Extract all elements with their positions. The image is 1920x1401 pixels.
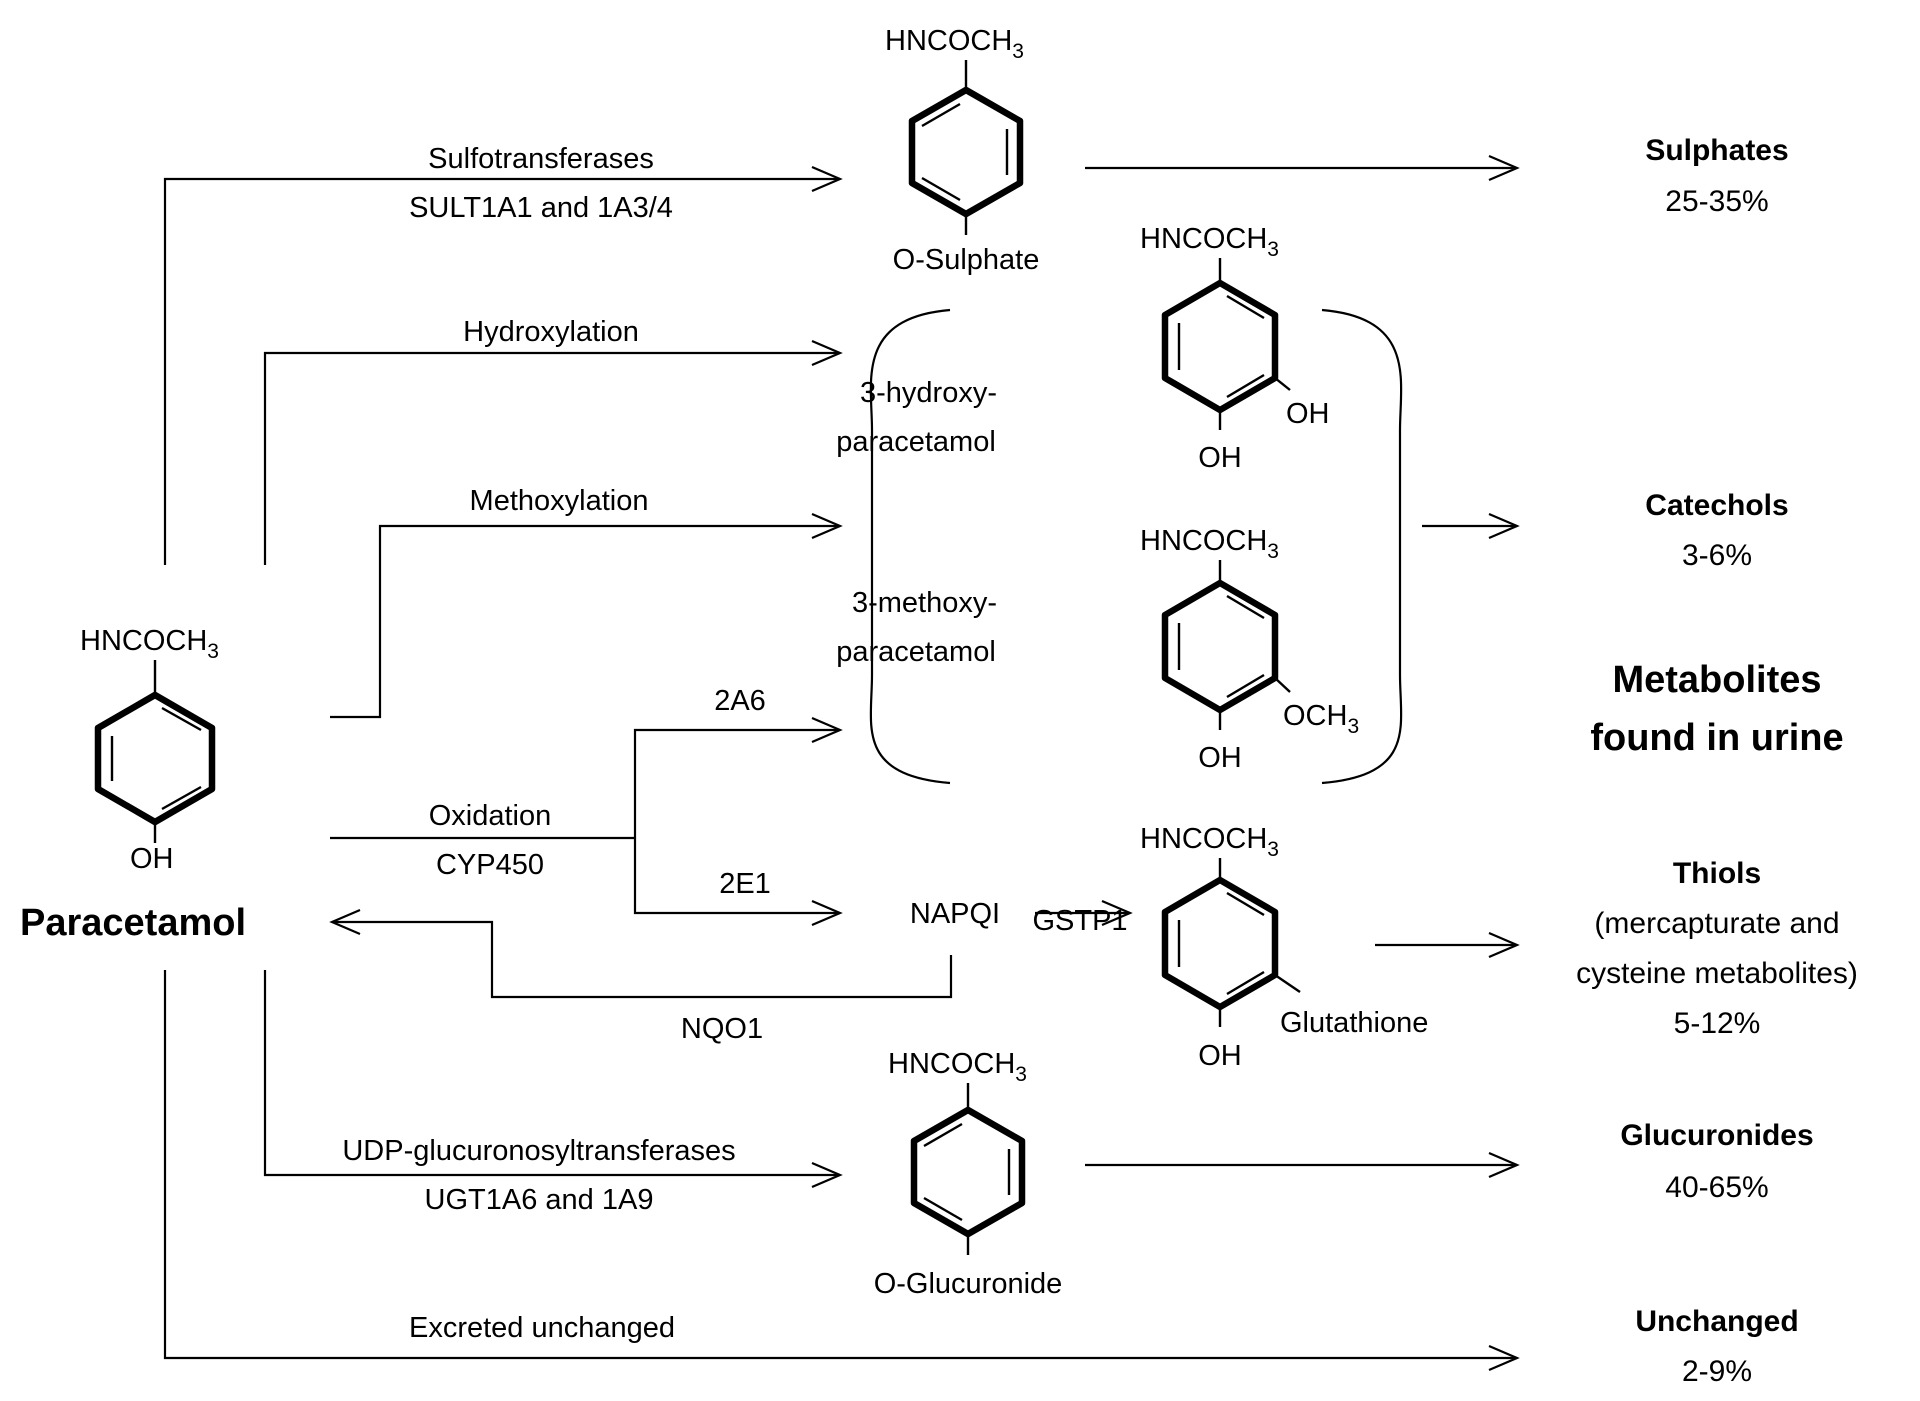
paracetamol-top-group: HNCOCH3 — [80, 625, 219, 663]
catechol-bracket — [869, 308, 1403, 785]
hydroxy-name-line1: 3-hydroxy- — [860, 377, 997, 409]
thiols-detail-line2: cysteine metabolites) — [1576, 957, 1858, 990]
nqo1-reduction-arrow — [329, 908, 953, 999]
glucuronidation-arrow — [263, 970, 843, 1189]
methoxylation-arrow — [330, 512, 843, 719]
outcomes: Sulphates 25-35% Catechols 3-6% Metaboli… — [1576, 134, 1858, 1388]
glutathione-bottom-group: OH — [1198, 1040, 1242, 1072]
glutathione-ring-double — [1226, 970, 1265, 996]
sulfation-enzyme-line2: SULT1A1 and 1A3/4 — [409, 192, 673, 224]
sulphate-ring — [908, 86, 1024, 218]
catechols-name: Catechols — [1645, 489, 1788, 522]
sulphates-name: Sulphates — [1645, 134, 1788, 167]
methoxy-name-line1: 3-methoxy- — [852, 587, 997, 619]
gstp1-label: GSTP1 — [1032, 905, 1127, 937]
glucuronidation-enzyme-line1: UDP-glucuronosyltransferases — [342, 1135, 735, 1167]
glucuronide-top-group: HNCOCH3 — [888, 1048, 1027, 1086]
catechols-percent: 3-6% — [1682, 539, 1752, 572]
methoxy-top-group: HNCOCH3 — [1140, 525, 1279, 563]
glutathione-ring — [1161, 876, 1279, 1011]
methoxy-ring — [1161, 579, 1279, 714]
paracetamol-bottom-group: OH — [130, 843, 174, 875]
hydroxylation-label: Hydroxylation — [463, 316, 639, 348]
methoxy-ring-double — [1226, 594, 1265, 620]
hydroxylation-arrow — [263, 339, 843, 565]
glucuronidation-enzyme-line2: UGT1A6 and 1A9 — [425, 1184, 654, 1216]
glucuronide-bottom-group: O-Glucuronide — [874, 1268, 1063, 1300]
glutathione-ring-double — [1226, 891, 1265, 917]
sulphate-ring-double — [921, 102, 961, 128]
oxidation-2e1-label: 2E1 — [719, 868, 771, 900]
methoxy-substituent: OCH3 — [1283, 700, 1359, 738]
urine-note-line2: found in urine — [1590, 717, 1843, 759]
methoxy-ring-double — [1226, 673, 1265, 699]
paracetamol-ring-double — [161, 706, 202, 732]
unchanged-label: Excreted unchanged — [409, 1312, 675, 1344]
glucuronide-ring-double — [923, 1122, 963, 1148]
bracket-right — [1321, 308, 1403, 785]
napqi-label: NAPQI — [910, 898, 1000, 930]
thiols-percent: 5-12% — [1674, 1007, 1761, 1040]
glucuronide-ring-double — [923, 1196, 963, 1222]
glutathione-substituent: Glutathione — [1280, 1007, 1428, 1039]
hydroxy-ring-double — [1226, 294, 1265, 320]
hydroxy-bottom-group: OH — [1198, 442, 1242, 474]
nqo1-label: NQO1 — [681, 1013, 763, 1045]
methoxy-name-line2: paracetamol — [836, 636, 996, 668]
hydroxy-ring-double — [1226, 373, 1265, 399]
sulphate-top-group: HNCOCH3 — [885, 25, 1024, 63]
paracetamol-label: Paracetamol — [20, 902, 246, 944]
thiols-name: Thiols — [1673, 857, 1761, 890]
pathway-connectors — [163, 154, 1520, 1372]
hydroxy-bond-substituent — [1274, 377, 1291, 391]
paracetamol-structure: HNCOCH3 OH Paracetamol — [20, 625, 246, 944]
pathway-labels: Sulfotransferases SULT1A1 and 1A3/4 Hydr… — [342, 143, 1127, 1344]
unchanged-arrow — [163, 970, 1520, 1372]
hydroxy-paracetamol-structure: 3-hydroxy- paracetamol HNCOCH3 OH OH — [836, 223, 1329, 474]
sulphates-percent: 25-35% — [1665, 185, 1768, 218]
unchanged-name: Unchanged — [1635, 1305, 1798, 1338]
methoxy-bottom-group: OH — [1198, 742, 1242, 774]
glucuronides-name: Glucuronides — [1620, 1119, 1813, 1152]
bracket-left — [869, 308, 951, 785]
oxidation-2e1-arrow — [633, 838, 843, 927]
methoxy-bond-substituent — [1274, 677, 1291, 693]
glucuronides-percent: 40-65% — [1665, 1171, 1768, 1204]
oxidation-2a6-arrow — [633, 716, 843, 838]
hydroxy-substituent: OH — [1286, 398, 1330, 430]
hydroxy-name-line2: paracetamol — [836, 426, 996, 458]
cyp450-label: CYP450 — [436, 849, 544, 881]
urine-note-line1: Metabolites — [1612, 659, 1821, 701]
sulphate-structure: HNCOCH3 O-Sulphate — [885, 25, 1039, 276]
methoxy-paracetamol-structure: 3-methoxy- paracetamol HNCOCH3 OCH3 OH — [836, 525, 1359, 774]
glucuronide-structure: HNCOCH3 O-Glucuronide — [874, 1048, 1063, 1300]
glutathione-structure: HNCOCH3 Glutathione OH — [1140, 823, 1428, 1072]
glutathione-bond-substituent — [1274, 974, 1301, 993]
sulfation-arrow — [163, 165, 843, 565]
methoxylation-label: Methoxylation — [470, 485, 649, 517]
oxidation-2a6-label: 2A6 — [714, 685, 766, 717]
paracetamol-ring — [94, 691, 216, 826]
glutathione-top-group: HNCOCH3 — [1140, 823, 1279, 861]
hydroxy-top-group: HNCOCH3 — [1140, 223, 1279, 261]
hydroxy-ring — [1161, 279, 1279, 414]
glucuronide-ring — [910, 1106, 1026, 1238]
oxidation-label: Oxidation — [429, 800, 552, 832]
sulfation-enzyme-line1: Sulfotransferases — [428, 143, 654, 175]
sulphate-bottom-group: O-Sulphate — [893, 244, 1040, 276]
sulphate-ring-double — [921, 176, 961, 202]
thiols-detail-line1: (mercapturate and — [1594, 907, 1839, 940]
unchanged-percent: 2-9% — [1682, 1355, 1752, 1388]
paracetamol-ring-double — [161, 785, 202, 811]
